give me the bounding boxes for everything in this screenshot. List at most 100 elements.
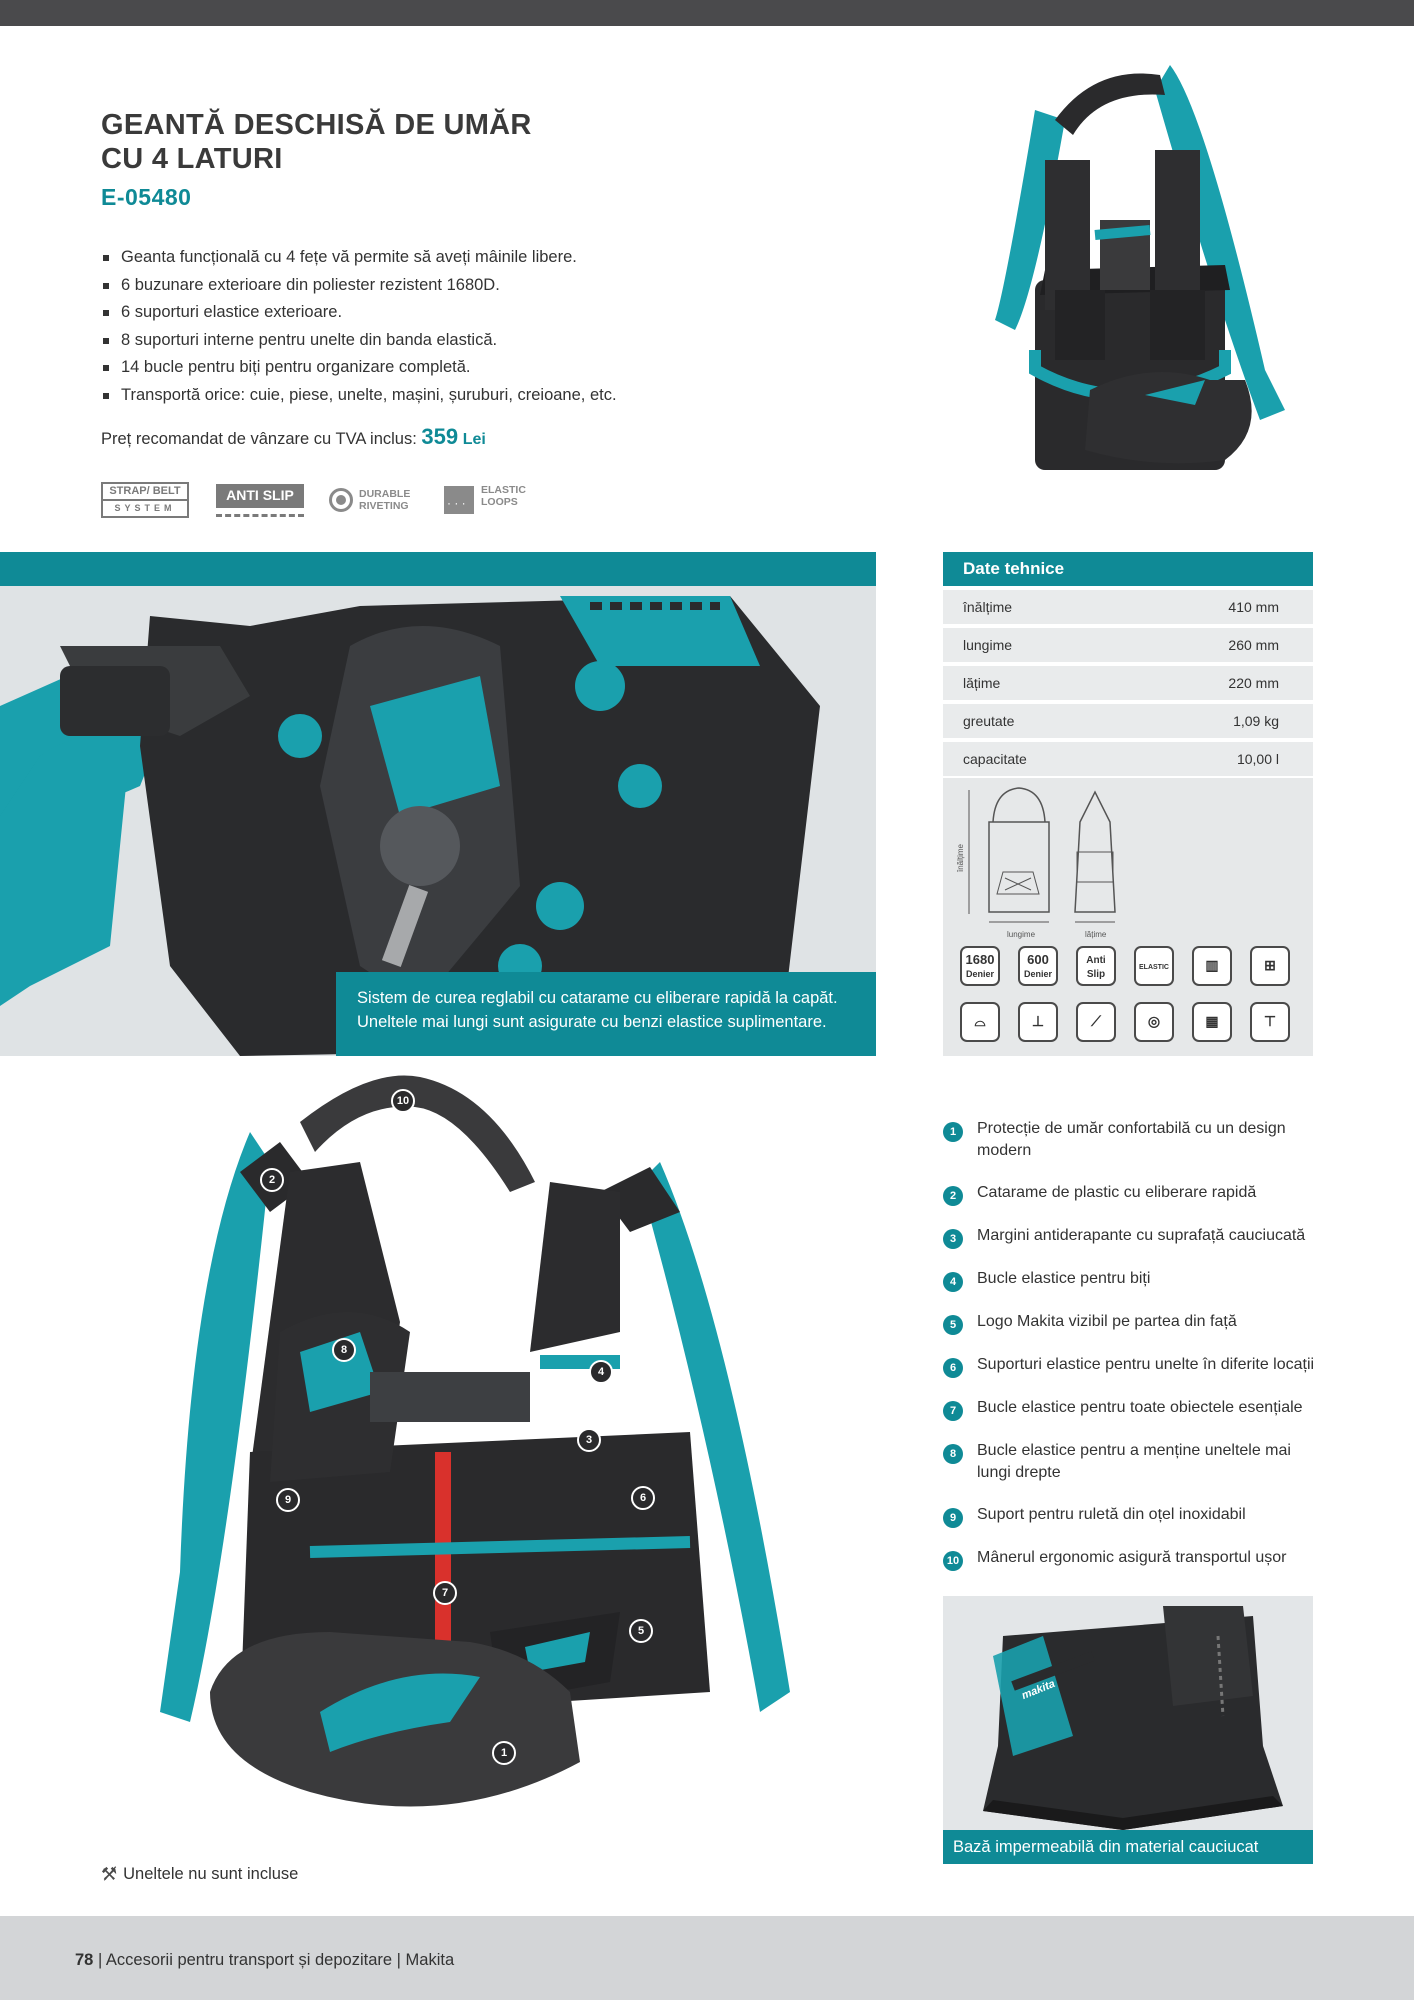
marker-2: 2 xyxy=(260,1168,284,1192)
loops-badge-line1: ELASTIC xyxy=(481,484,526,496)
elastic-loops-badge: ELASTIC LOOPS xyxy=(444,482,534,518)
spec-value: 220 mm xyxy=(1228,675,1279,691)
loops-badge-line2: LOOPS xyxy=(481,496,518,508)
rivet-badge-line2: RIVETING xyxy=(359,500,409,512)
spec-label: lungime xyxy=(963,637,1013,653)
elastic-loops-icon xyxy=(444,486,474,514)
dim-height-label: înălțime xyxy=(956,843,965,873)
base-icon: ⌓ xyxy=(960,1002,1000,1042)
callout-number: 1 xyxy=(943,1122,963,1142)
callout-text: Mânerul ergonomic asigură transportul uș… xyxy=(977,1549,1287,1566)
rivet-icon xyxy=(329,488,353,512)
feature-item: Geanta funcțională cu 4 fețe vă permite … xyxy=(101,244,617,272)
bag-base-photo-illustration xyxy=(943,1596,1313,1830)
feature-item: 6 suporturi elastice exterioare. xyxy=(101,299,617,327)
marker-8: 8 xyxy=(332,1338,356,1362)
feature-item: 6 buzunare exterioare din poliester rezi… xyxy=(101,272,617,300)
marker-7: 7 xyxy=(433,1581,457,1605)
callout-number: 8 xyxy=(943,1444,963,1464)
callout-number: 10 xyxy=(943,1551,963,1571)
page-title: GEANTĂ DESCHISĂ DE UMĂR CU 4 LATURI xyxy=(101,108,532,176)
anti-slip-wave-icon xyxy=(216,509,304,517)
page-footer xyxy=(0,1916,1414,2000)
rivet-badge-text: DURABLE RIVETING xyxy=(359,488,410,512)
denier-600-unit: Denier xyxy=(1023,969,1052,979)
footer-brand: Makita xyxy=(405,1951,455,1969)
callout-number: 3 xyxy=(943,1229,963,1249)
strap-icon: ⟋ xyxy=(1076,1002,1116,1042)
spec-row-weight: greutate 1,09 kg xyxy=(943,704,1313,738)
tools-crossed-icon: ⚒̸ xyxy=(101,1864,118,1884)
spec-value: 410 mm xyxy=(1228,599,1279,615)
marker-4: 4 xyxy=(589,1360,613,1384)
rivet-badge-line1: DURABLE xyxy=(359,488,411,500)
strap-badge-line2: SYSTEM xyxy=(114,503,176,513)
marker-10: 10 xyxy=(391,1089,415,1113)
detail-caption-line1: Sistem de curea reglabil cu catarame cu … xyxy=(357,989,838,1007)
callout-text: Catarame de plastic cu eliberare rapidă xyxy=(977,1184,1257,1201)
spec-row-capacity: capacitate 10,00 l xyxy=(943,742,1313,776)
top-bar xyxy=(0,0,1414,26)
feature-list: Geanta funcțională cu 4 fețe vă permite … xyxy=(101,244,617,409)
spec-label: înălțime xyxy=(963,599,1013,615)
spec-value: 260 mm xyxy=(1228,637,1279,653)
spec-row-length: lungime 260 mm xyxy=(943,628,1313,662)
dimension-drawing: înălțime lungime lățime xyxy=(956,787,1116,939)
callout-number: 5 xyxy=(943,1315,963,1335)
callout-text: Protecție de umăr confortabilă cu un des… xyxy=(977,1120,1286,1159)
spec-value: 10,00 l xyxy=(1236,751,1279,767)
callout-text: Bucle elastice pentru a menține uneltele… xyxy=(977,1442,1291,1481)
title-line-2: CU 4 LATURI xyxy=(101,143,283,175)
spec-row-width: lățime 220 mm xyxy=(943,666,1313,700)
base-detail-photo: makita xyxy=(943,1596,1313,1830)
callout-number: 6 xyxy=(943,1358,963,1378)
product-image-main xyxy=(160,1075,790,1807)
elastic-icon: ELASTIC xyxy=(1134,946,1174,986)
callout-number: 2 xyxy=(943,1186,963,1206)
price-amount: 359 xyxy=(421,424,459,449)
callout-text: Bucle elastice pentru biți xyxy=(977,1270,1151,1287)
marker-9: 9 xyxy=(276,1488,300,1512)
dim-length-label: lungime xyxy=(1007,930,1036,939)
denier-600-icon: 600 Denier xyxy=(1018,946,1058,986)
detail-photo-caption: Sistem de curea reglabil cu catarame cu … xyxy=(336,972,876,1056)
feature-item: Transportă orice: cuie, piese, unelte, m… xyxy=(101,382,617,410)
durable-riveting-badge: DURABLE RIVETING xyxy=(329,482,429,518)
handle-icon: ⊤ xyxy=(1250,1002,1290,1042)
callout-text: Suporturi elastice pentru unelte în dife… xyxy=(977,1356,1315,1373)
product-code: E-05480 xyxy=(101,184,192,210)
spec-heading: Date tehnice xyxy=(943,552,1313,586)
dim-width-label: lățime xyxy=(1085,930,1107,939)
spec-label: capacitate xyxy=(963,751,1027,767)
mesh-icon: ▦ xyxy=(1192,1002,1232,1042)
denier-1680-unit: Denier xyxy=(965,969,994,979)
spec-label: lățime xyxy=(963,675,1001,691)
spec-table: Date tehnice înălțime 410 mm lungime 260… xyxy=(943,552,1313,776)
section-divider-strip xyxy=(0,552,876,586)
elastic-icon-text: ELASTIC xyxy=(1139,964,1169,971)
strap-badge-line1: STRAP/ BELT xyxy=(103,484,187,501)
tools-not-included-note: ⚒̸ Uneltele nu sunt incluse xyxy=(101,1864,298,1885)
page-number: 78 xyxy=(75,1951,94,1969)
anti-slip-icon-line2: Slip xyxy=(1086,969,1106,980)
spec-row-height: înălțime 410 mm xyxy=(943,590,1313,624)
anti-slip-icon: Anti Slip xyxy=(1076,946,1116,986)
title-line-1: GEANTĂ DESCHISĂ DE UMĂR xyxy=(101,109,532,141)
marker-1: 1 xyxy=(492,1741,516,1765)
footer-section: Accesorii pentru transport și depozitare xyxy=(105,1951,393,1969)
detail-caption-line2: Uneltele mai lungi sunt asigurate cu ben… xyxy=(357,1013,827,1031)
denier-600-number: 600 xyxy=(1027,952,1049,967)
anti-slip-icon-line1: Anti xyxy=(1086,955,1106,966)
tape-holder-icon: ◎ xyxy=(1134,1002,1174,1042)
base-photo-caption: Bază impermeabilă din material cauciucat xyxy=(943,1830,1313,1864)
spec-label: greutate xyxy=(963,713,1015,729)
buckle-icon: ⊞ xyxy=(1250,946,1290,986)
marker-5: 5 xyxy=(629,1619,653,1643)
anti-slip-badge: ANTI SLIP xyxy=(216,484,304,508)
spec-value: 1,09 kg xyxy=(1233,713,1279,729)
denier-1680-icon: 1680 Denier xyxy=(960,946,1000,986)
callout-text: Margini antiderapante cu suprafață cauci… xyxy=(977,1227,1306,1244)
dimension-diagram-panel: înălțime lungime lățime 1680 Denier 600 … xyxy=(943,778,1313,1056)
feature-item: 8 suporturi interne pentru unelte din ba… xyxy=(101,327,617,355)
footer-text: 78 | Accesorii pentru transport și depoz… xyxy=(75,1951,455,1969)
